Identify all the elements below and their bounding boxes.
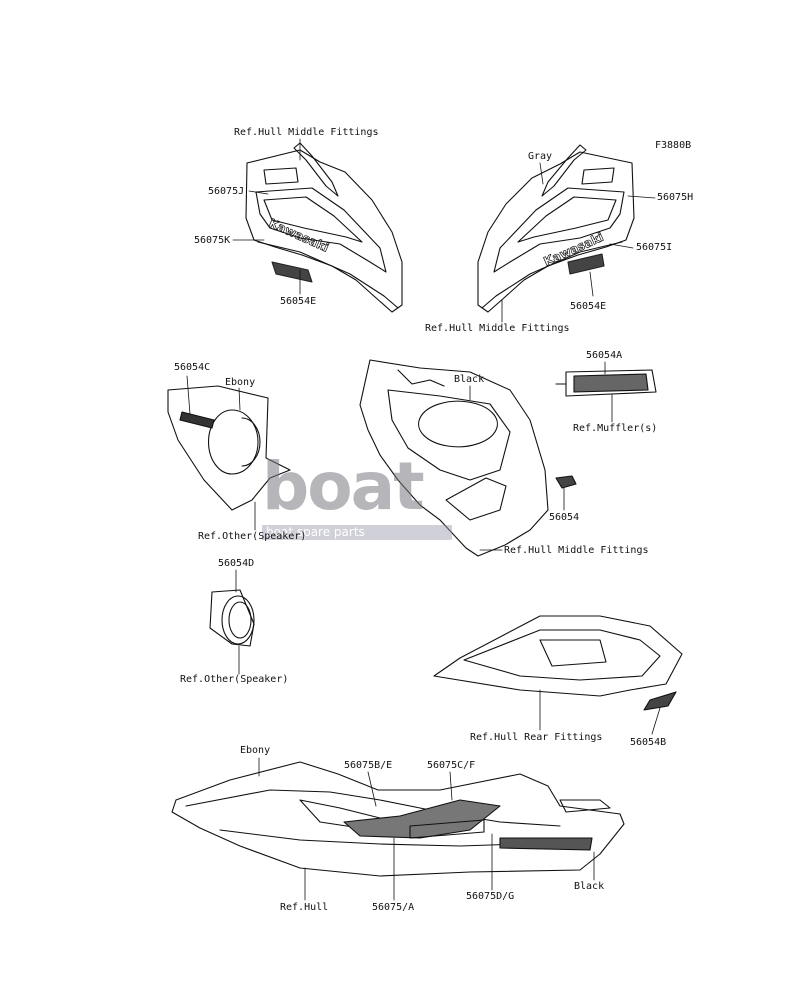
label-56075J: 56075J [208,186,245,197]
label-56075DG: 56075D/G [466,891,515,902]
label-56075I: 56075I [636,242,673,253]
hull-rear-fittings-part [433,615,683,711]
label-ref-hull-middle-mid: Ref.Hull Middle Fittings [425,323,570,334]
label-ref-mufflers: Ref.Muffler(s) [573,423,658,434]
label-56075K: 56075K [194,235,231,246]
label-56054: 56054 [549,512,580,523]
hull-middle-center-part [359,359,577,557]
label-56054E-right: 56054E [570,301,607,312]
label-ref-hull-rear: Ref.Hull Rear Fittings [470,732,603,743]
label-ref-hull-middle-top: Ref.Hull Middle Fittings [234,127,379,138]
kawasaki-logo-left: Kawasaki [267,216,331,255]
figure-code: F3880B [655,140,692,151]
full-hull-side-view [171,761,625,877]
label-56075BE: 56075B/E [344,760,393,771]
label-ref-other-speaker-2: Ref.Other(Speaker) [180,674,289,685]
right-side-cover-panel [477,144,635,313]
leader-lines [186,138,661,901]
muffler-part [555,369,657,397]
label-56075CF: 56075C/F [427,760,476,771]
speaker-cover-panel [167,385,291,511]
label-black-top: Black [454,374,485,385]
label-56054B: 56054B [630,737,667,748]
watermark-logo-text: boat [262,448,425,525]
label-ref-hull-middle-bottom: Ref.Hull Middle Fittings [504,545,649,556]
label-56054D: 56054D [218,558,255,569]
label-56075A: 56075/A [372,902,415,913]
label-56054C: 56054C [174,362,211,373]
label-ref-other-speaker-1: Ref.Other(Speaker) [198,531,307,542]
watermark-bar: boat spare parts [262,525,452,540]
label-gray: Gray [528,151,553,162]
label-56075H: 56075H [657,192,694,203]
label-ref-hull: Ref.Hull [280,902,329,913]
watermark-tagline: boat spare parts [266,525,365,539]
label-56054E-left: 56054E [280,296,317,307]
label-56054A: 56054A [586,350,623,361]
label-ebony-bottom: Ebony [240,745,271,756]
speaker-grille-part [209,589,255,647]
label-ebony-top: Ebony [225,377,256,388]
left-side-cover-panel [245,142,403,313]
label-black-bottom: Black [574,881,605,892]
